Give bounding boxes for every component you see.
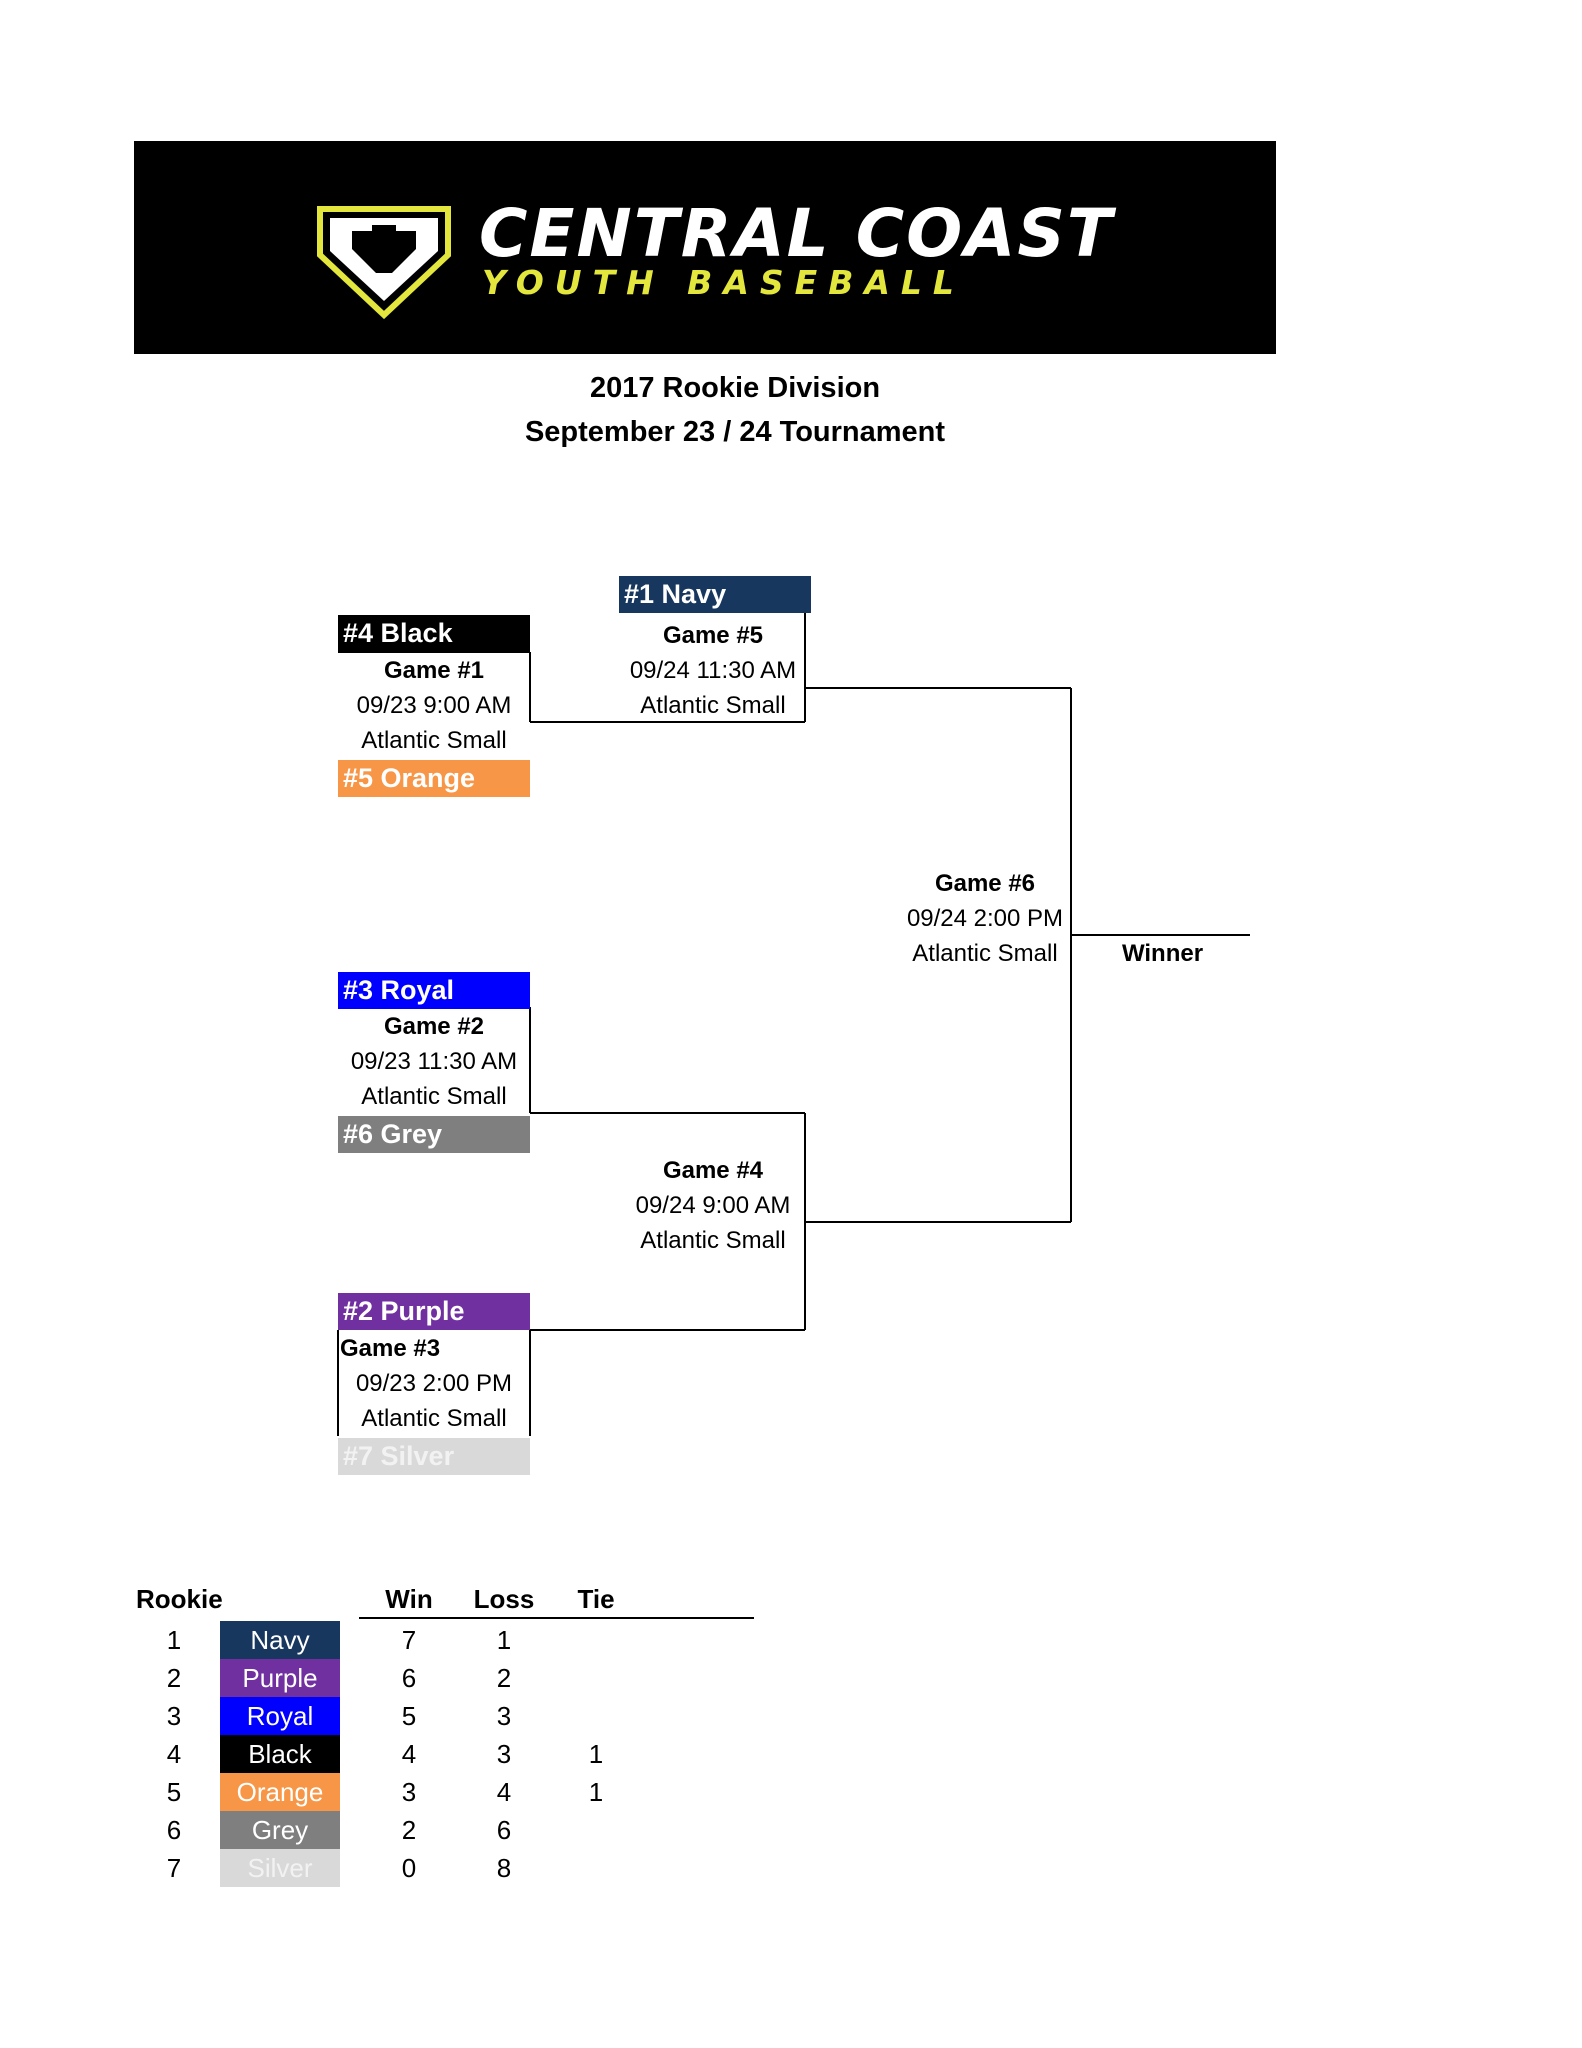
- game-1-name: Game #1: [383, 657, 485, 684]
- team-purple: #2 Purple: [338, 1293, 530, 1330]
- game-4-time: 09/24 9:00 AM: [635, 1192, 791, 1219]
- standings-header-loss: Loss: [473, 1584, 535, 1614]
- game-4-info: Game #4 09/24 9:00 AM Atlantic Small: [613, 1153, 813, 1258]
- standings-header-division: Rookie: [136, 1584, 223, 1614]
- game-1-info: Game #1 09/23 9:00 AM Atlantic Small: [334, 653, 534, 758]
- row-tie: 1: [588, 1739, 604, 1769]
- row-rank: 1: [166, 1625, 182, 1655]
- game-6-info: Game #6 09/24 2:00 PM Atlantic Small: [885, 866, 1085, 971]
- row-loss: 4: [496, 1777, 512, 1807]
- row-loss: 3: [496, 1701, 512, 1731]
- game-5-field: Atlantic Small: [640, 692, 786, 719]
- row-rank: 4: [166, 1739, 182, 1769]
- row-tie: 1: [588, 1777, 604, 1807]
- row-rank: 5: [166, 1777, 182, 1807]
- table-row: 1 Navy 7 1: [134, 1621, 774, 1659]
- row-rank: 3: [166, 1701, 182, 1731]
- winner-label: Winner: [1121, 940, 1204, 967]
- standings-header-rule: [359, 1617, 754, 1619]
- logo-tagline: YOUTH BASEBALL: [482, 263, 965, 302]
- league-banner: CENTRAL COAST YOUTH BASEBALL: [134, 141, 1276, 354]
- game-2-name: Game #2: [383, 1013, 485, 1040]
- team-silver: #7 Silver: [338, 1438, 530, 1475]
- game-6-time: 09/24 2:00 PM: [906, 905, 1064, 932]
- row-loss: 8: [496, 1853, 512, 1883]
- game-4-name: Game #4: [662, 1157, 764, 1184]
- row-team: Silver: [220, 1849, 340, 1887]
- row-win: 4: [401, 1739, 417, 1769]
- team-navy: #1 Navy: [619, 576, 811, 613]
- row-team: Black: [220, 1735, 340, 1773]
- row-win: 3: [401, 1777, 417, 1807]
- game-5-info: Game #5 09/24 11:30 AM Atlantic Small: [613, 618, 813, 723]
- row-win: 2: [401, 1815, 417, 1845]
- game-1-field: Atlantic Small: [361, 727, 507, 754]
- table-row: 2 Purple 6 2: [134, 1659, 774, 1697]
- row-team: Orange: [220, 1773, 340, 1811]
- team-black: #4 Black: [338, 615, 530, 652]
- row-loss: 1: [496, 1625, 512, 1655]
- game-6-field: Atlantic Small: [912, 940, 1058, 967]
- game-3-info: Game #3 09/23 2:00 PM Atlantic Small: [334, 1331, 534, 1436]
- division-title: 2017 Rookie Division: [589, 372, 881, 404]
- row-loss: 6: [496, 1815, 512, 1845]
- game-2-info: Game #2 09/23 11:30 AM Atlantic Small: [334, 1009, 534, 1114]
- row-rank: 6: [166, 1815, 182, 1845]
- row-win: 7: [401, 1625, 417, 1655]
- row-team: Purple: [220, 1659, 340, 1697]
- standings-header-tie: Tie: [577, 1584, 615, 1614]
- standings-header-win: Win: [385, 1584, 433, 1614]
- team-royal: #3 Royal: [338, 972, 530, 1009]
- row-team: Grey: [220, 1811, 340, 1849]
- logo-wordmark: CENTRAL COAST: [479, 195, 1114, 272]
- game-3-time: 09/23 2:00 PM: [355, 1370, 513, 1397]
- home-plate-shield-logo: [317, 206, 451, 320]
- team-grey: #6 Grey: [338, 1116, 530, 1153]
- table-row: 7 Silver 0 8: [134, 1849, 774, 1887]
- game-5-name: Game #5: [662, 622, 764, 649]
- table-row: 3 Royal 5 3: [134, 1697, 774, 1735]
- tournament-title: September 23 / 24 Tournament: [524, 416, 946, 448]
- row-win: 5: [401, 1701, 417, 1731]
- game-2-time: 09/23 11:30 AM: [350, 1048, 518, 1075]
- game-6-name: Game #6: [934, 870, 1036, 897]
- table-row: 4 Black 4 3 1: [134, 1735, 774, 1773]
- game-4-field: Atlantic Small: [640, 1227, 786, 1254]
- row-team: Navy: [220, 1621, 340, 1659]
- game-3-field: Atlantic Small: [361, 1405, 507, 1432]
- table-row: 5 Orange 3 4 1: [134, 1773, 774, 1811]
- row-win: 6: [401, 1663, 417, 1693]
- team-orange: #5 Orange: [338, 760, 530, 797]
- game-5-time: 09/24 11:30 AM: [629, 657, 797, 684]
- row-loss: 2: [496, 1663, 512, 1693]
- game-1-time: 09/23 9:00 AM: [356, 692, 512, 719]
- row-loss: 3: [496, 1739, 512, 1769]
- game-3-name: Game #3: [340, 1335, 441, 1362]
- row-win: 0: [401, 1853, 417, 1883]
- game-2-field: Atlantic Small: [361, 1083, 507, 1110]
- row-team: Royal: [220, 1697, 340, 1735]
- row-rank: 2: [166, 1663, 182, 1693]
- row-rank: 7: [166, 1853, 182, 1883]
- table-row: 6 Grey 2 6: [134, 1811, 774, 1849]
